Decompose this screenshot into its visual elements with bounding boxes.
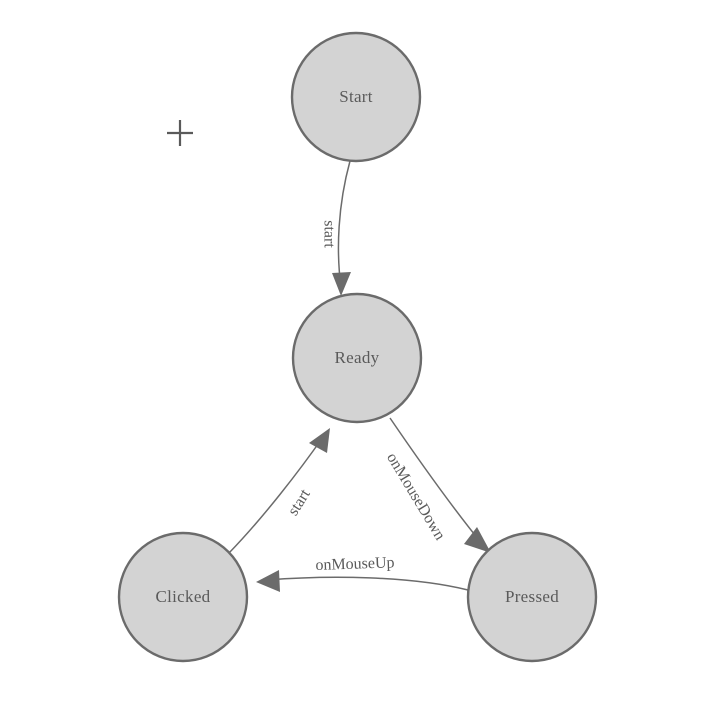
node-clicked[interactable]: Clicked	[117, 531, 249, 663]
node-clicked-label: Clicked	[156, 587, 211, 606]
edge-label-pressed-to-clicked: onMouseUp	[315, 554, 395, 574]
edge-clicked-to-ready[interactable]: start	[228, 428, 330, 554]
node-ready-label: Ready	[335, 348, 380, 367]
arrowhead-start-to-ready	[332, 272, 351, 296]
edge-label-clicked-to-ready: start	[285, 486, 314, 519]
edge-pressed-to-clicked[interactable]: onMouseUp	[256, 554, 469, 592]
node-start-label: Start	[339, 87, 373, 106]
crosshair-icon	[167, 120, 193, 146]
node-clicked-circle[interactable]	[117, 531, 249, 663]
arrowhead-clicked-to-ready	[309, 428, 330, 453]
node-pressed-circle[interactable]	[466, 531, 598, 663]
edge-ready-to-pressed[interactable]: onMouseDown	[383, 417, 491, 553]
edge-path-pressed-to-clicked	[266, 576, 469, 591]
node-start[interactable]: Start	[290, 31, 422, 163]
node-start-circle[interactable]	[290, 31, 422, 163]
edge-label-start-to-ready: start	[320, 220, 337, 248]
node-pressed-label: Pressed	[505, 587, 559, 606]
node-ready-circle[interactable]	[291, 292, 423, 424]
edge-start-to-ready[interactable]: start	[320, 160, 351, 296]
arrowhead-ready-to-pressed	[464, 527, 491, 553]
node-ready[interactable]: Ready	[291, 292, 423, 424]
edge-path-clicked-to-ready	[228, 436, 324, 554]
node-pressed[interactable]: Pressed	[466, 531, 598, 663]
edge-label-ready-to-pressed: onMouseDown	[383, 450, 448, 543]
arrowhead-pressed-to-clicked	[256, 570, 280, 592]
edge-path-start-to-ready	[337, 160, 351, 288]
